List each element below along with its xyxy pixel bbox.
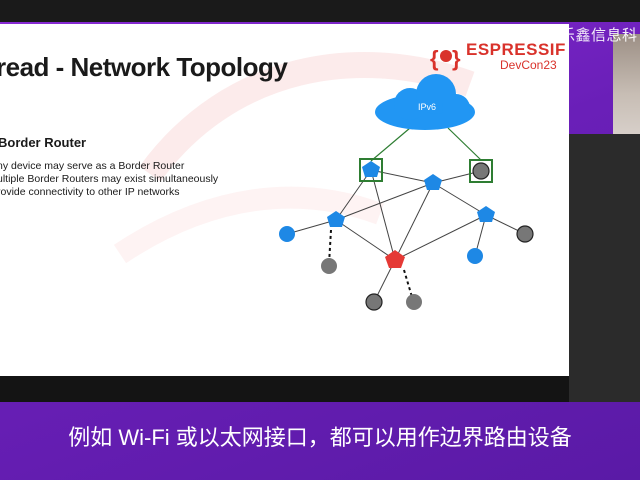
leader-node-icon [385, 250, 405, 268]
speaker-webcam [613, 34, 640, 134]
video-subtitle: 例如 Wi-Fi 或以太网接口，都可以用作边界路由设备 [68, 425, 572, 450]
right-strip [569, 134, 640, 402]
router-node-icon [327, 211, 345, 227]
slide-title: read - Network Topology [0, 52, 288, 82]
border-router-box [359, 158, 383, 182]
border-router-box [469, 159, 493, 183]
sleepy-device-icon [406, 294, 422, 310]
event-name: DevCon23 [500, 58, 557, 72]
end-device-icon [279, 226, 295, 242]
svg-text:{: { [430, 46, 439, 71]
watermark-text: 乐鑫信息科 [560, 27, 638, 44]
sleepy-device-icon [365, 293, 383, 311]
background-swoosh [113, 52, 475, 264]
bullet-item-1: ny device may serve as a Border Router [0, 160, 185, 172]
router-node-icon [477, 206, 495, 222]
svg-text:}: } [452, 46, 461, 71]
bullet-item-3: rovide connectivity to other IP networks [0, 186, 180, 198]
espressif-logo-icon: { } [430, 46, 461, 71]
slide-bottom-bar [0, 376, 569, 402]
uplinks [370, 127, 482, 162]
end-device-icon [467, 248, 483, 264]
bullet-item-2: ultiple Border Routers may exist simulta… [0, 173, 219, 185]
section-heading: Border Router [0, 135, 87, 150]
sleepy-device-icon [321, 258, 337, 274]
cloud-label: IPv6 [418, 102, 436, 112]
top-bar [0, 0, 640, 22]
network-topology-diagram: IPv6 [279, 74, 534, 311]
espressif-logo: { } ESPRESSIF DevCon23 [428, 40, 565, 76]
brand-name: ESPRESSIF [466, 40, 566, 59]
router-node-icon [424, 174, 442, 190]
sleepy-device-icon [516, 225, 534, 243]
mesh-links [286, 169, 526, 303]
presentation-slide: read - Network Topology { } ESPRESSIF De… [0, 24, 569, 376]
router-node-icon [362, 161, 380, 177]
border-device-icon [472, 162, 490, 180]
sleepy-links [328, 229, 413, 298]
ipv6-cloud-icon [375, 74, 475, 130]
